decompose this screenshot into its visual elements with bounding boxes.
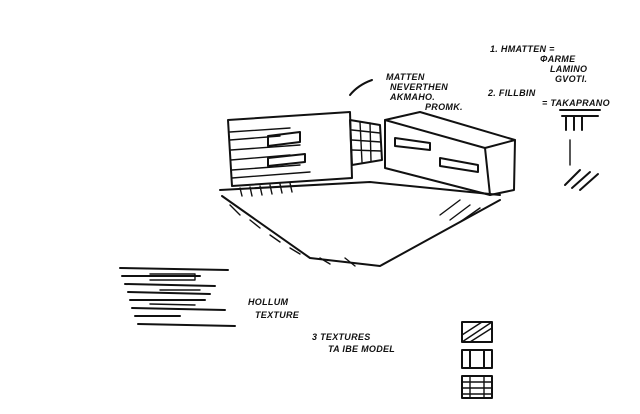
ground-plane (219, 79, 501, 267)
callout-line-1: MATTEN (386, 72, 425, 82)
texture-swatches (461, 321, 493, 399)
note-1-line-3: LAMINO (550, 64, 587, 74)
texture-label-line-1: HOLLUM (248, 297, 288, 307)
right-building-block (384, 111, 516, 196)
texture-label-line-2: TEXTURE (255, 310, 300, 320)
callout-line-4: PROMK. (425, 102, 463, 112)
callout-line-2: NEVERTHEN (390, 82, 448, 92)
note-1-line-1: 1. HMATTEN = (490, 44, 555, 54)
annotation-symbols (559, 109, 601, 191)
textured-wall (349, 119, 383, 166)
textures-label-line-1: 3 TEXTURES (312, 332, 371, 342)
note-1-line-2: ΦARME (540, 54, 576, 64)
note-2-line-2: = TAKAPRANO (542, 98, 610, 108)
note-2-line-1: 2. FILLBIN (487, 88, 536, 98)
left-building-block (227, 111, 353, 197)
textures-label-line-2: TA IBE MODEL (328, 344, 395, 354)
callout-line-3: AKMAHO. (389, 92, 435, 102)
hollow-texture-sample (119, 267, 236, 327)
note-1-line-4: GVOTI. (555, 74, 587, 84)
